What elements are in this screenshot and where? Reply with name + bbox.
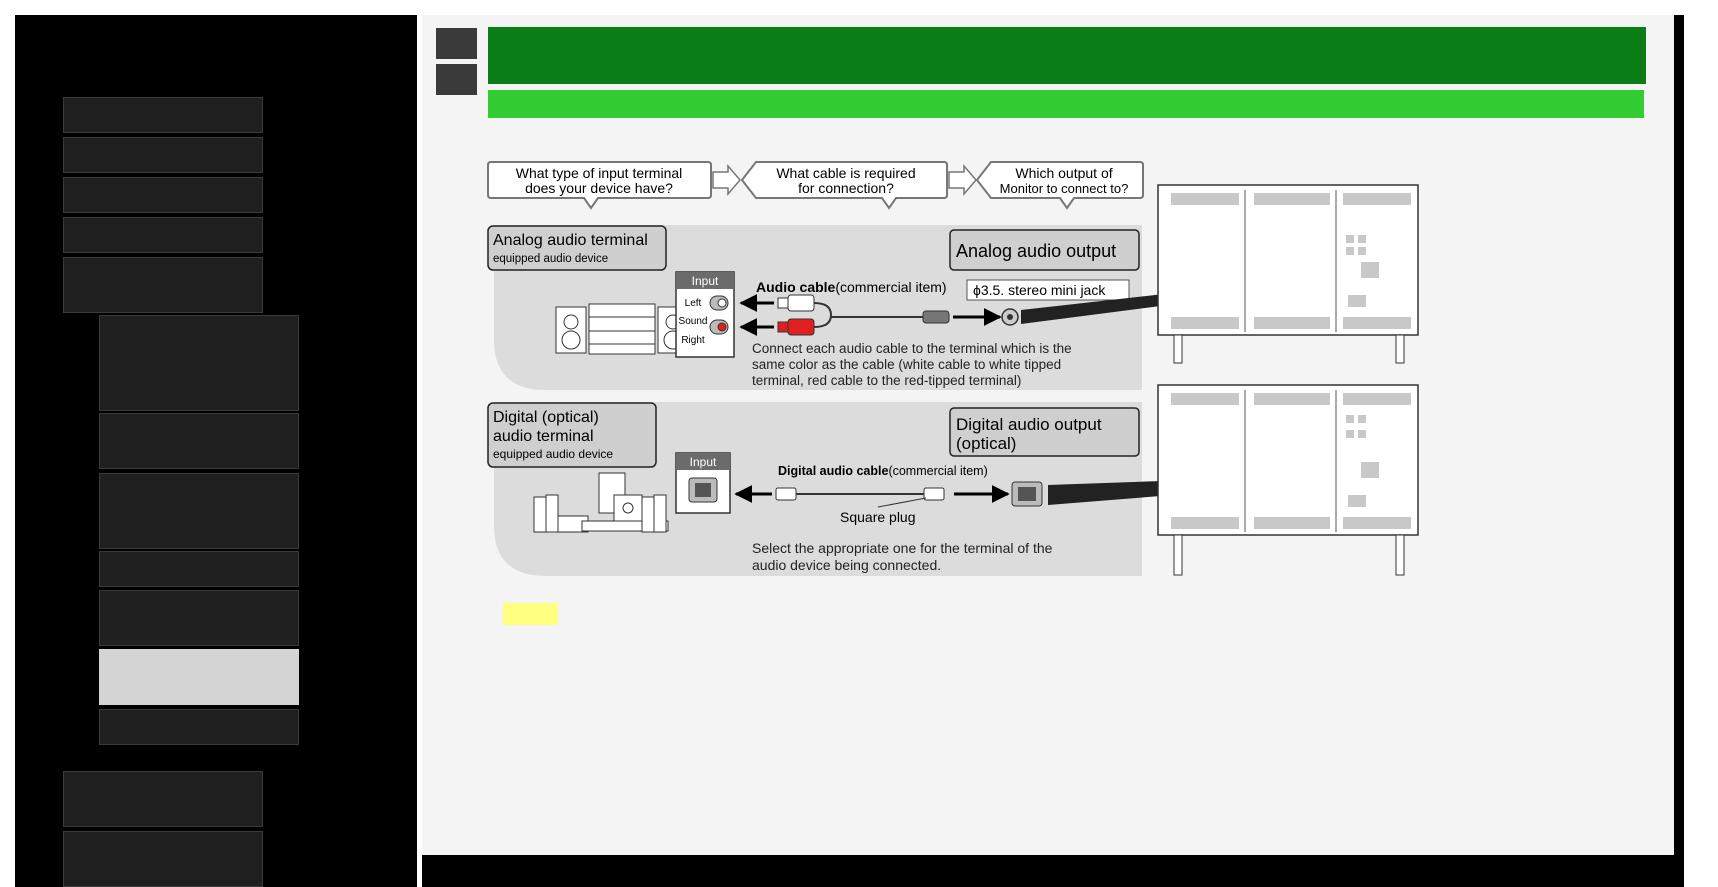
- page-down-button[interactable]: [436, 64, 477, 95]
- sidebar-nav: [15, 15, 417, 887]
- nav-item-6[interactable]: [63, 771, 263, 827]
- svg-text:Audio cable(commercial item): Audio cable(commercial item): [756, 279, 947, 295]
- analog-output-text: Analog audio output: [956, 241, 1116, 261]
- monitor-rear-icon: [1157, 184, 1419, 364]
- question-1-line1: What type of input terminal: [516, 165, 683, 181]
- chevron-right-icon: [712, 163, 741, 197]
- digital-terminal-sub: equipped audio device: [493, 447, 613, 461]
- nav-item-5[interactable]: [63, 257, 263, 313]
- digital-terminal-line1: Digital (optical): [493, 409, 599, 426]
- nav-subitem-5[interactable]: [99, 590, 299, 646]
- question-3-line1: Which output of: [1015, 165, 1112, 181]
- rca-white-plug: [777, 294, 815, 312]
- analog-note-line3: terminal, red cable to the red-tipped te…: [752, 373, 1021, 388]
- nav-item-3[interactable]: [63, 177, 263, 213]
- analog-terminal-label: Analog audio terminal equipped audio dev…: [487, 225, 667, 271]
- nav-item-4[interactable]: [63, 217, 263, 253]
- nav-subitem-3[interactable]: [99, 473, 299, 549]
- optical-socket: [1011, 481, 1043, 507]
- digital-terminal-line2: audio terminal: [493, 428, 594, 445]
- analog-input-panel: Input Left Sound Right: [675, 271, 735, 358]
- right-edge: [1674, 15, 1684, 887]
- audio-cable-note: (commercial item): [835, 279, 946, 295]
- connection-diagram: What type of input terminal does your de…: [486, 161, 1419, 576]
- nav-subitem-selected[interactable]: [99, 649, 299, 705]
- right-channel-label: Right: [681, 335, 705, 346]
- analog-terminal-title: Analog audio terminal: [493, 232, 648, 249]
- nav-item-2[interactable]: [63, 137, 263, 173]
- digital-output-line1: Digital audio output: [956, 415, 1102, 434]
- digital-input-panel: Input: [675, 452, 731, 514]
- analog-output-label: Analog audio output: [949, 229, 1140, 271]
- nav-subitem-7[interactable]: [99, 709, 299, 745]
- nav-subitem-4[interactable]: [99, 551, 299, 587]
- analog-note-line2: same color as the cable (white cable to …: [752, 357, 1061, 372]
- optical-plug-left: [775, 487, 797, 501]
- monitor-rear-icon: [1157, 384, 1419, 576]
- digital-cable-note: (commercial item): [888, 464, 987, 478]
- mini-jack-label: ϕ3.5. stereo mini jack: [966, 279, 1130, 301]
- stereo-system-icon: [555, 303, 689, 355]
- rca-red-plug: [777, 318, 815, 336]
- question-bubble-2: What cable is required for connection?: [740, 161, 948, 210]
- digital-output-line2: (optical): [956, 434, 1016, 453]
- sound-label: Sound: [679, 316, 708, 327]
- audio-cable-label: Audio cable: [756, 279, 836, 295]
- bottom-bar: [422, 855, 1674, 887]
- analog-input-label: Input: [692, 274, 719, 288]
- left-channel-label: Left: [685, 298, 702, 309]
- nav-subitem-2[interactable]: [99, 413, 299, 469]
- optical-plug-right: [923, 487, 945, 501]
- nav-item-1[interactable]: [63, 97, 263, 133]
- question-3-line2: Monitor to connect to?: [1000, 181, 1129, 196]
- mini-jack-plug: [922, 310, 950, 324]
- note-highlight-marker: [503, 603, 558, 625]
- home-theater-icon: [533, 472, 669, 533]
- page-up-button[interactable]: [436, 28, 477, 59]
- digital-output-label: Digital audio output (optical): [949, 407, 1140, 457]
- question-2-line2: for connection?: [798, 180, 894, 196]
- question-bubble-1: What type of input terminal does your de…: [487, 161, 712, 210]
- page-title-bar: [488, 27, 1646, 84]
- mini-jack-text: ϕ3.5. stereo mini jack: [973, 282, 1106, 298]
- digital-input-label: Input: [690, 455, 717, 469]
- svg-text:Digital audio cable(commercial: Digital audio cable(commercial item): [778, 464, 988, 478]
- question-bubble-3: Which output of Monitor to connect to?: [975, 161, 1144, 210]
- digital-note-line1: Select the appropriate one for the termi…: [752, 540, 1053, 556]
- analog-note-line1: Connect each audio cable to the terminal…: [752, 341, 1072, 356]
- digital-cable-label: Digital audio cable: [778, 464, 888, 478]
- square-plug-label: Square plug: [840, 509, 916, 525]
- digital-note-line2: audio device being connected.: [752, 557, 941, 573]
- nav-subitem-1[interactable]: [99, 315, 299, 411]
- analog-terminal-sub: equipped audio device: [493, 253, 608, 265]
- chevron-right-icon: [948, 163, 977, 197]
- nav-item-7[interactable]: [63, 831, 263, 887]
- question-1-line2: does your device have?: [525, 180, 673, 196]
- digital-terminal-label: Digital (optical) audio terminal equippe…: [487, 402, 657, 468]
- page-subtitle-bar: [488, 90, 1644, 118]
- question-2-line1: What cable is required: [776, 165, 915, 181]
